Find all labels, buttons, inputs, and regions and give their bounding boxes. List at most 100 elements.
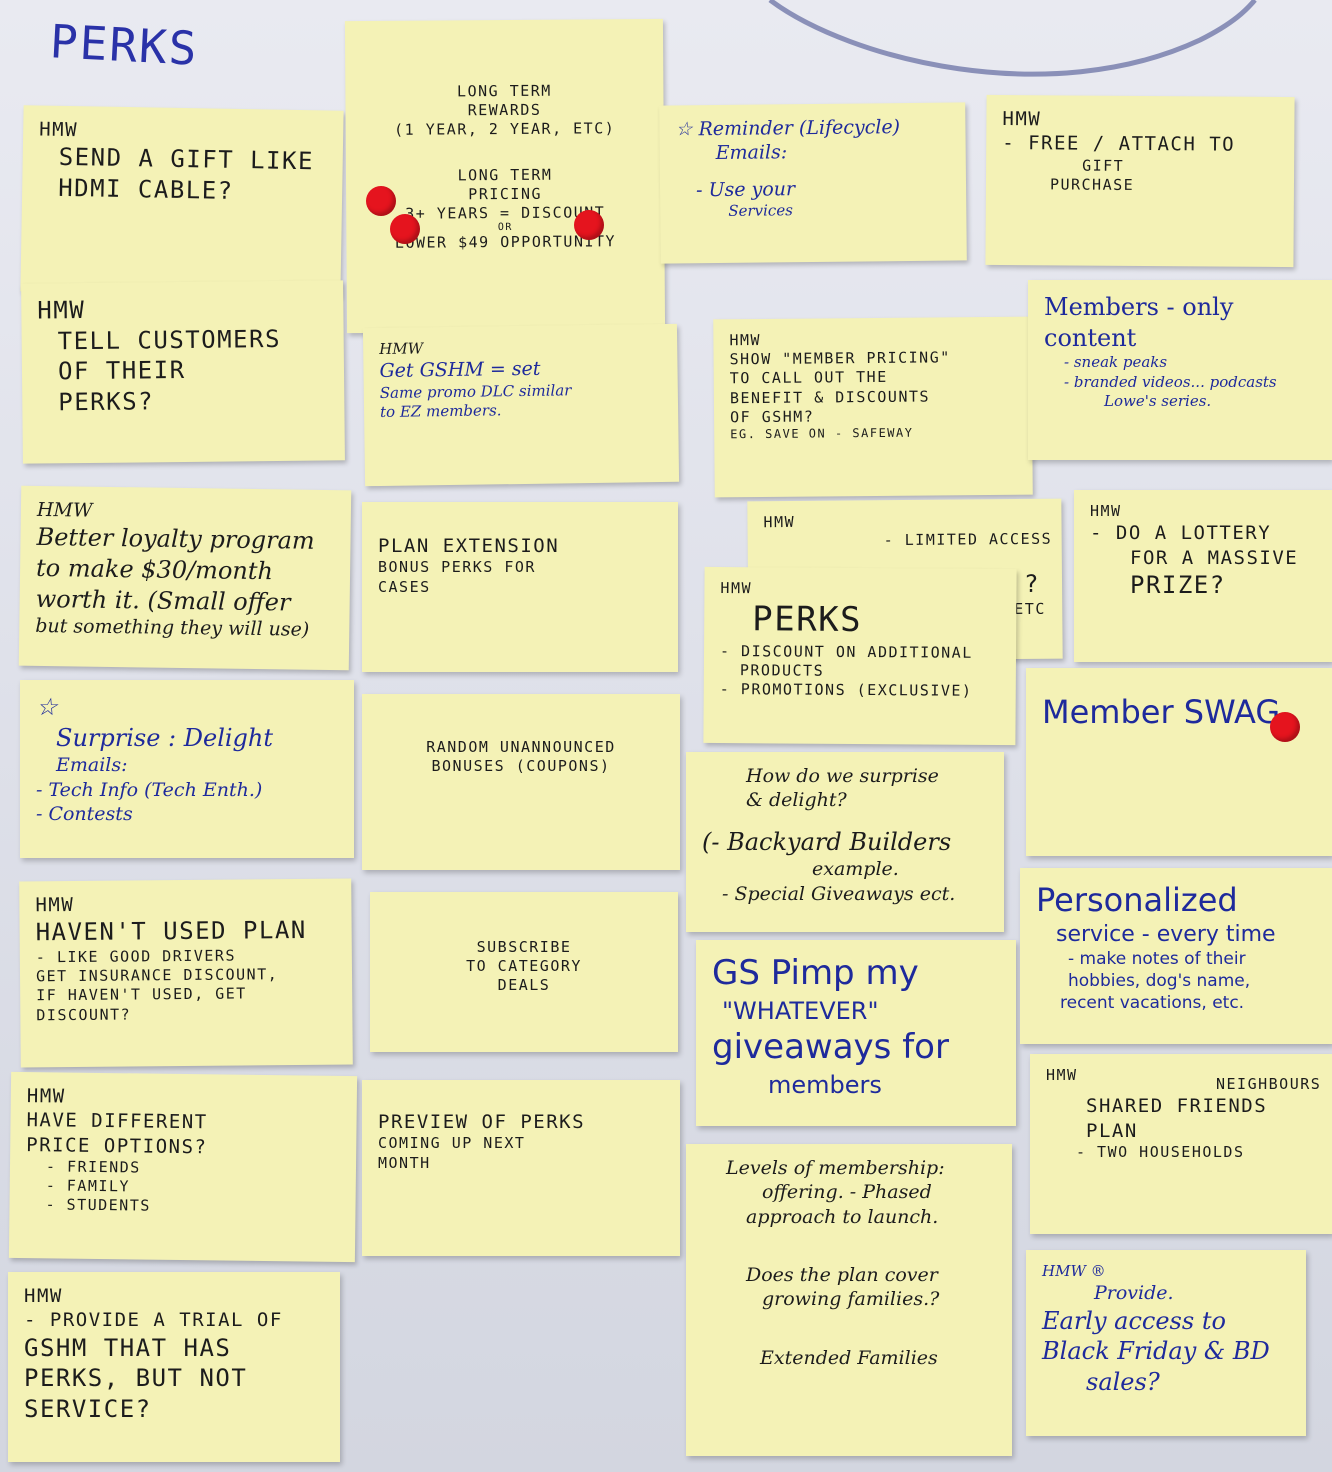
note-line: DEALS xyxy=(497,976,551,995)
note-line: ☆ Reminder (Lifecycle) xyxy=(675,116,901,141)
note-line: Personalized xyxy=(1036,881,1238,919)
note-line: - DO A LOTTERY xyxy=(1090,522,1272,545)
note-line: - STUDENTS xyxy=(45,1195,151,1215)
note-line: members xyxy=(768,1070,882,1099)
note-line: SHOW "MEMBER PRICING" xyxy=(729,348,951,369)
note-line: growing families.? xyxy=(762,1288,940,1311)
vote-dot xyxy=(1270,712,1300,742)
note-line: TO CATEGORY xyxy=(466,957,582,976)
note-howsurprise: How do we surprise & delight? (- Backyar… xyxy=(686,752,1004,932)
note-free: HMW - FREE / ATTACH TO GIFT PURCHASE xyxy=(985,94,1295,268)
note-line: HAVE DIFFERENT xyxy=(26,1109,208,1134)
note-random: RANDOM UNANNOUNCED BONUSES (COUPONS) xyxy=(362,694,680,870)
star-icon: ☆ xyxy=(36,693,58,721)
note-surprise: ☆ Surprise : Delight Emails: - Tech Info… xyxy=(20,680,354,858)
note-line: Extended Families xyxy=(760,1346,938,1369)
note-line: CASES xyxy=(378,577,431,596)
note-line: PLAN xyxy=(1086,1119,1138,1142)
note-line: - PROVIDE A TRIAL OF xyxy=(24,1309,283,1332)
note-line: EG. SAVE ON - SAFEWAY xyxy=(730,425,914,442)
note-line: FOR A MASSIVE xyxy=(1130,546,1299,569)
note-early: HMW ® Provide. Early access to Black Fri… xyxy=(1026,1250,1306,1436)
note-trial: HMW - PROVIDE A TRIAL OF GSHM THAT HAS P… xyxy=(8,1272,340,1462)
note-line: SERVICE? xyxy=(24,1395,152,1424)
note-line: Does the plan cover xyxy=(746,1263,938,1286)
note-line: PRICING xyxy=(468,184,543,204)
note-line: PREVIEW OF PERKS xyxy=(378,1111,586,1133)
note-line: but something they will use) xyxy=(35,615,310,642)
note-line: GSHM THAT HAS xyxy=(24,1333,232,1362)
note-line: - branded videos... podcasts xyxy=(1064,372,1277,391)
note-line: Better loyalty program xyxy=(36,523,315,556)
note-line: HMW xyxy=(729,330,762,350)
note-reminder: ☆ Reminder (Lifecycle) Emails: - Use you… xyxy=(659,102,967,264)
note-line: REWARDS xyxy=(467,100,542,120)
note-line: "WHATEVER" xyxy=(722,996,879,1025)
note-line: worth it. (Small offer xyxy=(35,584,291,617)
vote-dot xyxy=(390,214,420,244)
note-line: (- Backyard Builders xyxy=(702,827,952,856)
note-line: giveaways for xyxy=(712,1027,949,1068)
note-line: Early access to xyxy=(1042,1306,1226,1335)
note-line: PRIZE? xyxy=(1130,570,1226,599)
note-longterm: LONG TERM REWARDS (1 YEAR, 2 YEAR, ETC) … xyxy=(344,18,666,334)
note-line: - Special Giveaways ect. xyxy=(722,882,956,905)
note-line: GET INSURANCE DISCOUNT, xyxy=(35,965,279,986)
note-line: GS Pimp my xyxy=(712,953,919,993)
note-line: PERKS, BUT NOT xyxy=(24,1364,248,1393)
note-preview: PREVIEW OF PERKS COMING UP NEXT MONTH xyxy=(362,1080,680,1256)
note-gift: HMW SEND A GIFT LIKE HDMI CABLE? xyxy=(20,105,344,297)
note-line: PERKS xyxy=(752,599,863,641)
note-levels: Levels of membership: offering. - Phased… xyxy=(686,1144,1012,1456)
note-personalized: Personalized service - every time - make… xyxy=(1020,868,1332,1044)
note-line: HMW xyxy=(1090,502,1122,520)
note-line: - Tech Info (Tech Enth.) xyxy=(36,778,263,801)
note-prime: HMW Get GSHM = set Same promo DLC simila… xyxy=(362,323,680,487)
note-line: LONG TERM xyxy=(456,81,552,101)
note-line: PRODUCTS xyxy=(739,661,825,680)
note-pimp: GS Pimp my "WHATEVER" giveaways for memb… xyxy=(696,940,1016,1126)
note-subscribe: SUBSCRIBE TO CATEGORY DEALS xyxy=(370,892,678,1052)
note-line: RANDOM UNANNOUNCED xyxy=(426,738,616,756)
note-line: service - every time xyxy=(1056,921,1276,947)
note-extension: PLAN EXTENSION BONUS PERKS FOR CASES xyxy=(362,502,678,672)
note-line: HMW xyxy=(720,579,753,598)
note-line: HMW ® xyxy=(1042,1262,1106,1280)
note-loyalty: HMW Better loyalty program to make $30/m… xyxy=(18,485,352,671)
note-line: - Contests xyxy=(36,803,133,826)
note-line: HMW xyxy=(1002,108,1042,131)
note-line: offering. - Phased xyxy=(762,1181,932,1204)
note-line: recent vacations, etc. xyxy=(1060,992,1245,1013)
note-perks: HMW PERKS - DISCOUNT ON ADDITIONAL PRODU… xyxy=(703,566,1017,746)
note-line: Lowe's series. xyxy=(1104,391,1212,410)
note-line: to EZ members. xyxy=(379,400,502,421)
note-shared: HMW NEIGHBOURS SHARED FRIENDS PLAN - TWO… xyxy=(1030,1054,1332,1234)
note-line: PERKS? xyxy=(58,387,155,417)
note-line: sales? xyxy=(1086,1367,1160,1396)
note-line: MONTH xyxy=(378,1153,431,1172)
note-line: NEIGHBOURS xyxy=(1216,1075,1322,1094)
note-line: content xyxy=(1044,323,1137,352)
note-line: & delight? xyxy=(746,789,847,812)
note-line: HMW xyxy=(37,296,86,325)
note-line: GIFT xyxy=(1082,156,1125,175)
note-line: BONUS PERKS FOR xyxy=(378,558,536,577)
note-line: COMING UP NEXT xyxy=(378,1134,526,1153)
note-line: - LIMITED ACCESS xyxy=(883,529,1053,550)
note-line: HMW xyxy=(763,512,796,532)
note-line: PLAN EXTENSION xyxy=(378,535,560,557)
vote-dot xyxy=(366,186,396,216)
note-line: DISCOUNT? xyxy=(36,1005,132,1024)
note-line: Members - only xyxy=(1044,293,1234,321)
note-havent: HMW HAVEN'T USED PLAN - LIKE GOOD DRIVER… xyxy=(19,878,353,1068)
note-line: - PROMOTIONS (EXCLUSIVE) xyxy=(719,680,973,700)
note-line: - LIKE GOOD DRIVERS xyxy=(35,946,237,967)
note-line: HDMI CABLE? xyxy=(57,173,234,205)
note-line: to make $30/month xyxy=(35,553,274,586)
note-membersonly: Members - only content - sneak peaks - b… xyxy=(1028,280,1332,460)
note-line: OF THEIR xyxy=(57,356,186,386)
note-lottery: HMW - DO A LOTTERY FOR A MASSIVE PRIZE? xyxy=(1074,490,1332,662)
note-line: Emails: xyxy=(715,141,788,165)
note-line: Services xyxy=(728,201,793,220)
note-line: hobbies, dog's name, xyxy=(1068,970,1251,991)
